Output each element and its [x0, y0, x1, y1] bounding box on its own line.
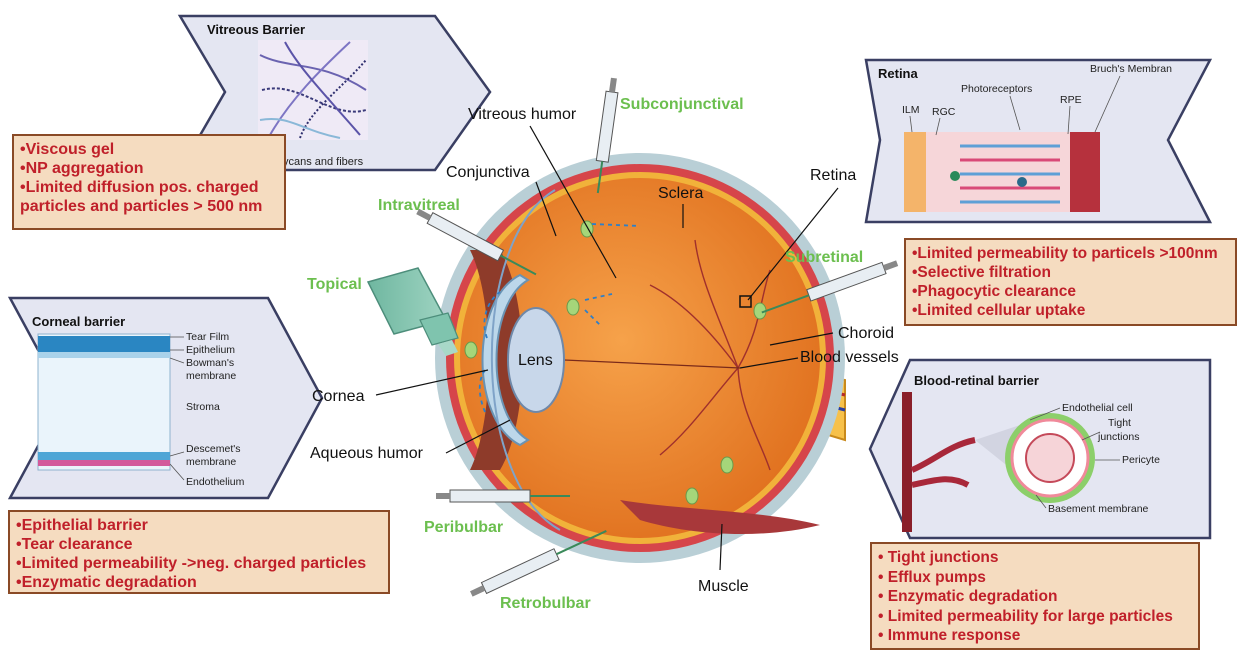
corneal-epithelium: [38, 336, 170, 352]
svg-text:membrane: membrane: [186, 456, 236, 468]
svg-text:Basement membrane: Basement membrane: [1048, 503, 1149, 515]
svg-text:ILM: ILM: [902, 104, 920, 116]
brb-vessel: [902, 392, 912, 532]
svg-text:membrane: membrane: [186, 370, 236, 382]
route-topical: Topical: [307, 276, 362, 293]
svg-text:junctions: junctions: [1097, 431, 1139, 443]
route-peribulbar: Peribulbar: [424, 519, 503, 536]
route-subconjunctival: Subconjunctival: [620, 96, 744, 113]
label-sclera: Sclera: [658, 185, 703, 202]
vitreous-panel-title: Vitreous Barrier: [207, 22, 305, 37]
svg-text:Descemet's: Descemet's: [186, 443, 241, 455]
label-vitreous-humor: Vitreous humor: [468, 106, 577, 123]
corneal-barrier-notes: •Epithelial barrier •Tear clearance •Lim…: [8, 510, 390, 594]
label-lens: Lens: [518, 352, 553, 369]
retina-panel: Retina ILM RGC Photoreceptors RPE Bruch'…: [866, 60, 1210, 222]
brb-panel: Blood-retinal barrier Endothelial cell T…: [870, 360, 1210, 538]
label-choroid: Choroid: [838, 325, 894, 342]
label-cornea: Cornea: [312, 388, 365, 405]
svg-text:Epithelium: Epithelium: [186, 344, 235, 356]
svg-text:Tight: Tight: [1108, 417, 1131, 429]
route-intravitreal: Intravitreal: [378, 197, 460, 214]
brb-panel-title: Blood-retinal barrier: [914, 373, 1039, 388]
corneal-panel-title: Corneal barrier: [32, 314, 125, 329]
label-blood-vessels: Blood vessels: [800, 349, 899, 366]
svg-text:RPE: RPE: [1060, 94, 1082, 106]
svg-text:Bowman's: Bowman's: [186, 357, 234, 369]
svg-text:Tear Film: Tear Film: [186, 331, 229, 343]
svg-text:Endothelium: Endothelium: [186, 476, 245, 488]
svg-text:RGC: RGC: [932, 106, 956, 118]
label-conjunctiva: Conjunctiva: [446, 164, 530, 181]
corneal-bowman: [38, 352, 170, 358]
svg-text:Endothelial cell: Endothelial cell: [1062, 402, 1133, 414]
corneal-panel: Corneal barrier Tear Film Epithelium Bow…: [10, 298, 322, 498]
svg-text:Stroma: Stroma: [186, 401, 220, 413]
corneal-descemet: [38, 452, 170, 460]
vitreous-barrier-notes: •Viscous gel •NP aggregation •Limited di…: [12, 134, 286, 230]
brb-barrier-notes: • Tight junctions • Efflux pumps • Enzym…: [870, 542, 1200, 650]
corneal-endothelium: [38, 460, 170, 466]
label-aqueous-humor: Aqueous humor: [310, 445, 424, 462]
retina-panel-title: Retina: [878, 66, 919, 81]
svg-text:Photoreceptors: Photoreceptors: [961, 83, 1032, 95]
retina-barrier-notes: •Limited permeability to particels >100n…: [904, 238, 1237, 326]
label-muscle: Muscle: [698, 578, 749, 595]
route-subretinal: Subretinal: [785, 249, 863, 266]
svg-text:Bruch's Membran: Bruch's Membran: [1090, 63, 1172, 75]
label-retina: Retina: [810, 167, 856, 184]
svg-text:Pericyte: Pericyte: [1122, 454, 1160, 466]
route-retrobulbar: Retrobulbar: [500, 595, 591, 612]
